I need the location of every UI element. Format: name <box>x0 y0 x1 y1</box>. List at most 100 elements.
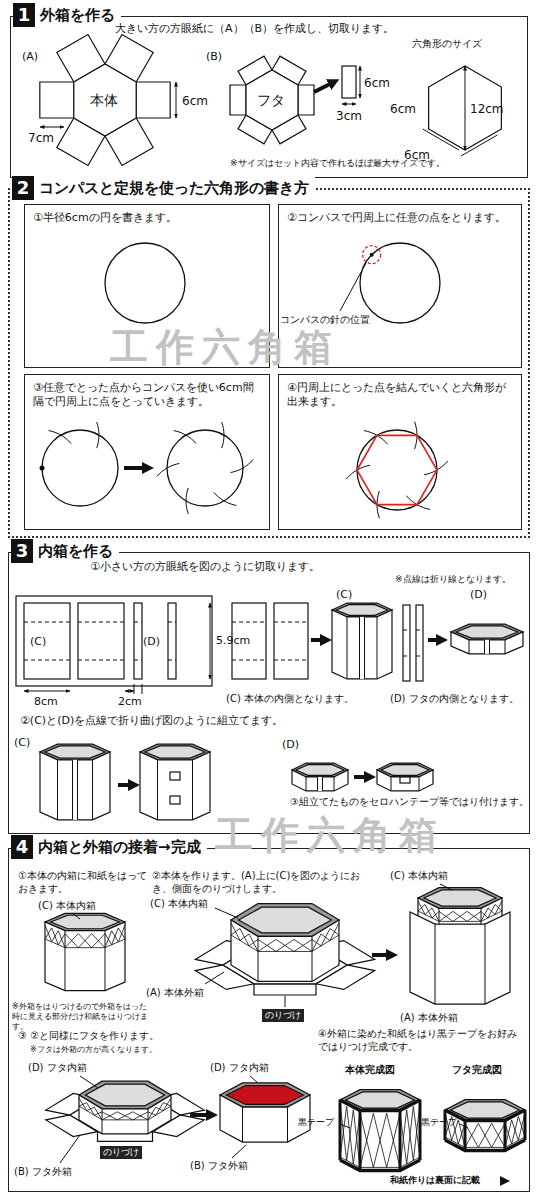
box-edge <box>400 1110 401 1170</box>
label-text: 和紙作りは裏面に記載 <box>390 1175 500 1186</box>
washi-lattice <box>45 939 65 948</box>
box-edge <box>484 640 485 654</box>
black-tape <box>359 1110 362 1170</box>
washi-lattice <box>492 1123 505 1147</box>
dimension-line <box>465 66 466 150</box>
box-side <box>451 632 523 654</box>
washi-lattice <box>148 1106 171 1120</box>
box-edge <box>306 777 307 791</box>
section-heading: 4内箱と外箱の接着→完成 <box>11 835 207 859</box>
step-arrow <box>428 638 442 642</box>
dimension-line <box>134 684 135 694</box>
box-edge <box>377 617 378 679</box>
net-flap <box>254 984 316 995</box>
open-seam <box>318 777 323 791</box>
label-text: 黒テープ <box>421 1117 466 1128</box>
label-text: (A) 本体外箱 <box>146 987 226 1000</box>
label-text: ※外箱をはりつけるので外箱をはった時に見える部分だけ和紙をはりつけます。 <box>12 1002 154 1032</box>
washi-lattice <box>360 1167 400 1168</box>
black-tape <box>445 1140 525 1150</box>
fold-line <box>24 622 70 623</box>
washi-lattice <box>156 1107 164 1110</box>
section-title: 外箱を作る <box>40 6 115 25</box>
black-tape <box>464 1120 467 1150</box>
washi-lattice <box>312 939 321 946</box>
washi-lattice <box>512 1120 519 1141</box>
label-text: (D) フタ内箱 <box>28 1062 108 1075</box>
circle <box>357 430 437 510</box>
box-inside <box>239 907 332 933</box>
label-text: 2cm <box>118 695 148 709</box>
leader-line <box>250 1076 258 1083</box>
compass-arc <box>231 459 254 472</box>
dimension-line <box>461 135 497 156</box>
circle <box>105 243 185 323</box>
box-edge <box>505 1120 506 1150</box>
label-text: 本体 <box>90 92 130 110</box>
washi-lattice <box>133 1112 148 1120</box>
watermark: 工作六角箱 <box>110 328 450 366</box>
inner-piece-d <box>168 603 176 679</box>
box-inside <box>51 915 120 929</box>
label-text: 本体完成図 <box>345 1064 415 1077</box>
box-inside <box>451 1102 520 1118</box>
inner-piece-c <box>274 603 308 679</box>
inner-piece-c <box>24 603 70 679</box>
leader-line <box>215 908 238 918</box>
washi-lattice <box>481 911 488 918</box>
black-tape <box>524 1110 527 1140</box>
box-side <box>79 1095 171 1134</box>
label-text: 6cm <box>390 102 424 117</box>
washi-lattice <box>79 1106 102 1120</box>
box-edge <box>334 777 335 791</box>
label-text: (C) <box>14 736 40 750</box>
fold-line <box>168 660 176 661</box>
step-arrow <box>372 953 392 957</box>
compass-arc <box>222 422 224 448</box>
label-text: ③ ②と同様にフタを作ります。 <box>18 1030 228 1043</box>
glue-tag: のりづけ <box>100 1146 142 1159</box>
step-arrow <box>124 466 148 470</box>
dimension-line <box>176 82 177 118</box>
box-side <box>332 610 392 679</box>
label-text: (C) 本体内箱 <box>390 870 480 883</box>
label-text: 大きい方の方眼紙に（A）（B）を作成し、切取ります。 <box>115 22 455 36</box>
leader-line <box>72 913 80 919</box>
label-text: 5.9cm <box>216 634 260 648</box>
section-number: 1 <box>13 3 35 27</box>
box-edge <box>360 1110 361 1170</box>
label-text: (B) フタ外箱 <box>190 1160 270 1173</box>
label-text: 8cm <box>34 695 64 709</box>
box-edge <box>435 924 436 1004</box>
washi-lattice <box>387 1113 400 1167</box>
washi-lattice <box>294 939 312 951</box>
box-edge <box>469 640 470 654</box>
leader-line <box>60 1135 80 1163</box>
washi-lattice <box>102 1112 117 1120</box>
box-edge <box>102 1109 103 1134</box>
washi-lattice <box>453 911 467 921</box>
leader-line <box>440 884 452 890</box>
step-text: ③任意でとった点からコンパスを使い6cm間隔で円周上に点をとっていきます。 <box>33 381 261 410</box>
dimension-line <box>24 691 70 692</box>
black-tape <box>419 1100 422 1160</box>
washi-lattice <box>105 939 125 948</box>
washi-lattice <box>360 1113 373 1167</box>
label-text: ※フタは外箱の方が高くなります。 <box>30 1045 210 1055</box>
pointer-triangle <box>500 1176 510 1186</box>
box-inside <box>456 626 518 638</box>
washi-lattice <box>439 911 453 921</box>
fold-line <box>134 660 142 661</box>
washi-lattice <box>65 934 78 948</box>
compass-arc <box>49 431 72 444</box>
compass-arc <box>174 431 197 444</box>
fold-line <box>78 660 124 661</box>
box-edge <box>391 777 392 791</box>
washi-lattice <box>439 911 453 921</box>
label-text: ②(C)と(D)を点線で折り曲げ図のように組立てます。 <box>20 714 330 728</box>
fold-line <box>232 622 266 623</box>
box-edge <box>465 1120 466 1150</box>
label-text: (B) フタ外箱 <box>14 1166 94 1179</box>
step-text: ④円周上にとった点を結んでいくと六角形が出来ます。 <box>287 381 513 410</box>
